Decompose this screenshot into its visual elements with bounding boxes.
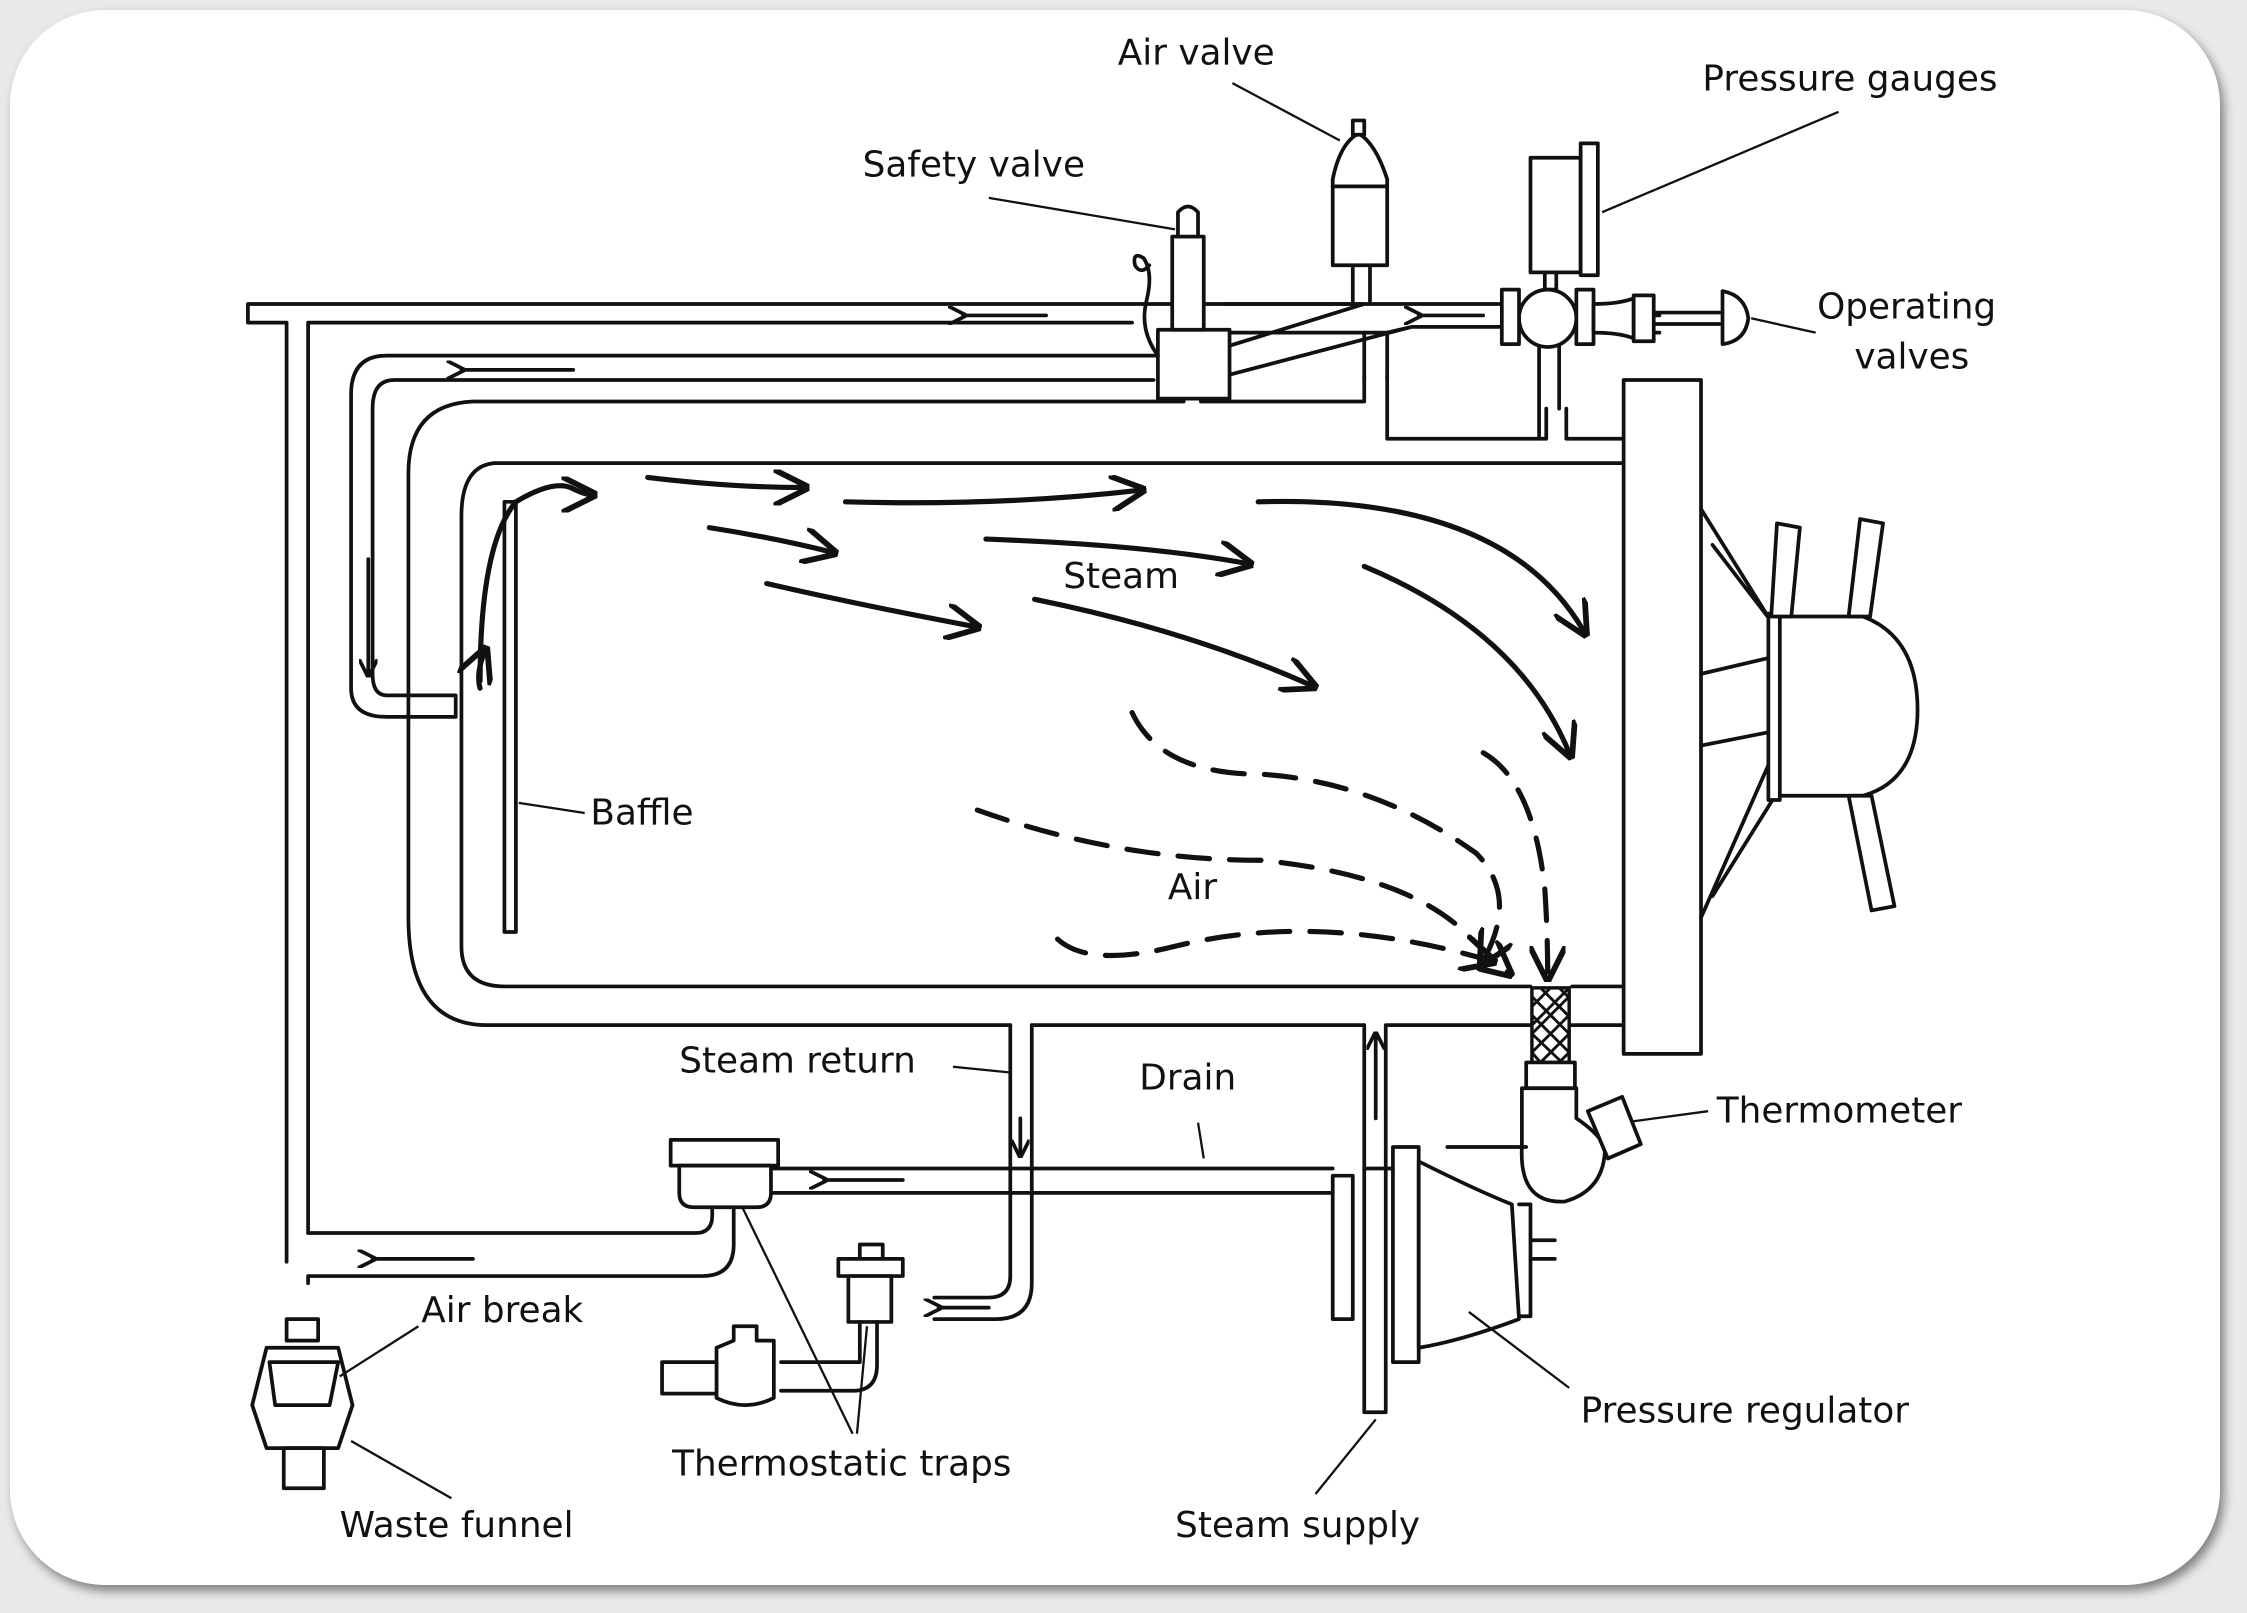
label-air-valve: Air valve [1118, 33, 1275, 74]
top-pipework [246, 302, 1662, 1264]
waste-funnel [250, 1317, 355, 1491]
label-pressure-regulator: Pressure regulator [1581, 1390, 1910, 1431]
label-steam-return: Steam return [679, 1040, 916, 1081]
air-valve [1330, 118, 1390, 382]
label-drain: Drain [1139, 1058, 1236, 1099]
label-thermometer: Thermometer [1716, 1091, 1963, 1132]
label-thermostatic-traps: Thermostatic traps [671, 1443, 1011, 1484]
label-baffle: Baffle [590, 792, 693, 833]
label-pressure-gauges: Pressure gauges [1702, 58, 1997, 99]
chamber-door [1621, 378, 1920, 1056]
label-operating-valves-line2: valves [1854, 336, 1969, 377]
safety-valve [1132, 204, 1232, 401]
label-air: Air [1168, 867, 1217, 908]
label-steam: Steam [1063, 556, 1179, 597]
thermostatic-traps [660, 1137, 905, 1407]
label-operating-valves-line1: Operating [1817, 286, 1996, 327]
label-steam-supply: Steam supply [1175, 1505, 1420, 1546]
label-waste-funnel: Waste funnel [340, 1505, 574, 1546]
label-air-break: Air break [421, 1290, 583, 1331]
thermometer-assembly [1445, 986, 1643, 1204]
label-safety-valve: Safety valve [863, 144, 1085, 185]
drain-line [306, 1023, 1395, 1321]
pressure-regulator [1330, 1023, 1557, 1415]
baffle [502, 499, 518, 934]
chamber-jacket [406, 373, 1626, 1028]
steam-flow-arrows [479, 477, 1584, 752]
leader-lines [339, 82, 1840, 1500]
air-flow-arrows [974, 710, 1547, 975]
pressure-gauge-assembly [1499, 141, 1751, 441]
